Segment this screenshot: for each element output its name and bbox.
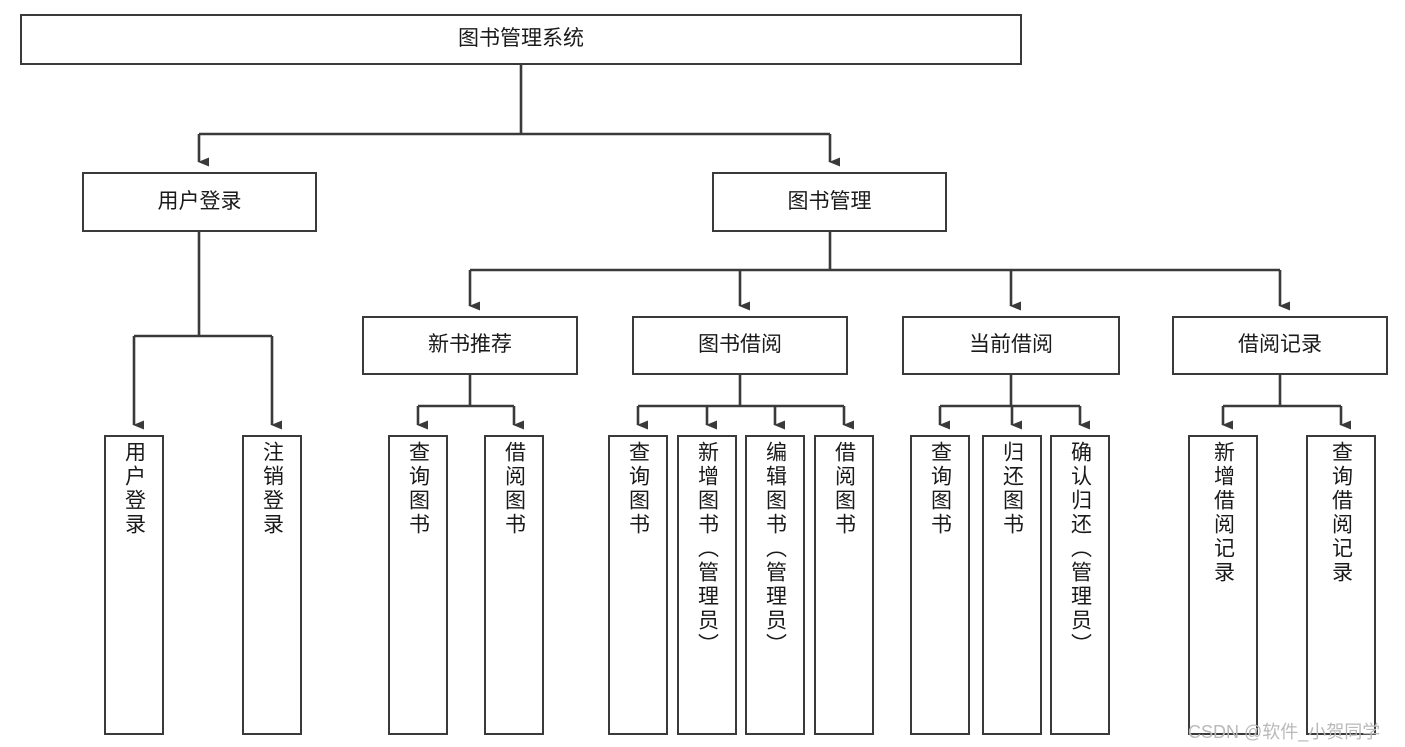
node-leaf-edit-book[interactable]: 编辑图书（管理员） — [745, 435, 805, 735]
node-leaf-query-book-bb-label: 查询图书 — [626, 441, 650, 537]
node-leaf-add-record-label: 新增借阅记录 — [1211, 441, 1235, 585]
node-leaf-add-book-label: 新增图书（管理员） — [695, 441, 719, 657]
node-book-borrow-label: 图书借阅 — [698, 333, 782, 357]
node-leaf-user-login-label: 用户登录 — [122, 441, 146, 537]
node-leaf-confirm-return-label: 确认归还（管理员） — [1068, 441, 1092, 657]
node-leaf-logout-label: 注销登录 — [260, 441, 284, 537]
node-leaf-return-book-label: 归还图书 — [1000, 441, 1024, 537]
node-book-manage[interactable]: 图书管理 — [712, 172, 947, 232]
node-leaf-query-book-cb-label: 查询图书 — [928, 441, 952, 537]
node-user-login[interactable]: 用户登录 — [82, 172, 317, 232]
node-leaf-borrow-book-nb-label: 借阅图书 — [502, 441, 526, 537]
node-leaf-query-book-bb[interactable]: 查询图书 — [608, 435, 668, 735]
node-root[interactable]: 图书管理系统 — [20, 14, 1022, 65]
node-user-login-label: 用户登录 — [157, 189, 242, 213]
node-leaf-query-book-cb[interactable]: 查询图书 — [910, 435, 970, 735]
node-leaf-borrow-book-bb[interactable]: 借阅图书 — [814, 435, 874, 735]
node-leaf-query-book-nb-label: 查询图书 — [406, 441, 430, 537]
node-leaf-query-book-nb[interactable]: 查询图书 — [388, 435, 448, 735]
node-leaf-add-book[interactable]: 新增图书（管理员） — [677, 435, 737, 735]
node-leaf-confirm-return[interactable]: 确认归还（管理员） — [1050, 435, 1110, 735]
node-leaf-borrow-book-bb-label: 借阅图书 — [832, 441, 856, 537]
node-current-borrow-label: 当前借阅 — [969, 333, 1053, 357]
node-borrow-records[interactable]: 借阅记录 — [1172, 316, 1388, 375]
node-book-manage-label: 图书管理 — [787, 189, 872, 213]
node-leaf-query-record-label: 查询借阅记录 — [1329, 441, 1353, 585]
node-leaf-edit-book-label: 编辑图书（管理员） — [763, 441, 787, 657]
node-leaf-query-record[interactable]: 查询借阅记录 — [1306, 435, 1376, 735]
node-current-borrow[interactable]: 当前借阅 — [902, 316, 1120, 375]
node-new-book-recommend[interactable]: 新书推荐 — [362, 316, 578, 375]
node-new-book-recommend-label: 新书推荐 — [428, 333, 512, 357]
node-leaf-return-book[interactable]: 归还图书 — [982, 435, 1042, 735]
node-book-borrow[interactable]: 图书借阅 — [632, 316, 848, 375]
node-borrow-records-label: 借阅记录 — [1238, 333, 1322, 357]
node-leaf-add-record[interactable]: 新增借阅记录 — [1188, 435, 1258, 735]
node-leaf-user-login[interactable]: 用户登录 — [104, 435, 164, 735]
node-root-label: 图书管理系统 — [458, 27, 584, 51]
node-leaf-borrow-book-nb[interactable]: 借阅图书 — [484, 435, 544, 735]
node-leaf-logout[interactable]: 注销登录 — [242, 435, 302, 735]
